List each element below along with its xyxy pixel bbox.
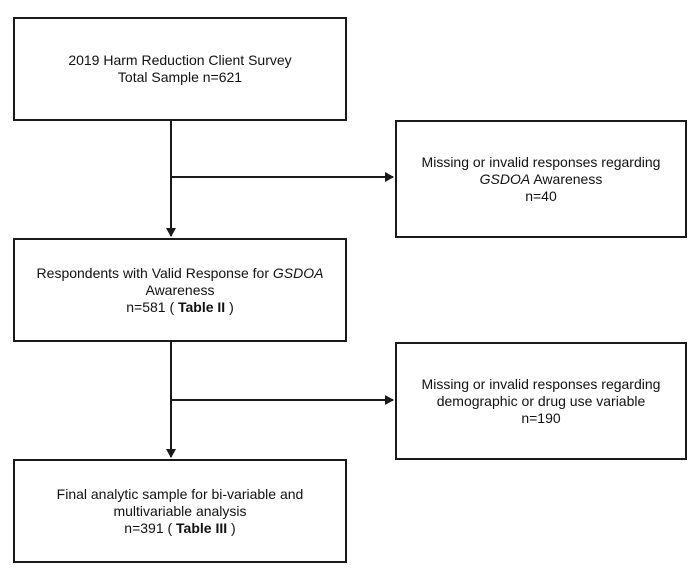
final-sample-box: Final analytic sample for bi-variable an… — [13, 459, 347, 563]
total-sample-title: 2019 Harm Reduction Client Survey — [68, 52, 292, 68]
exclusion-1-subject: GSDOA Awareness — [480, 171, 603, 188]
total-sample-box: 2019 Harm Reduction Client Survey Total … — [13, 17, 347, 121]
exclusion-1-text: Missing or invalid responses regarding — [421, 153, 661, 170]
valid-response-table-ref: Table II — [178, 298, 226, 315]
valid-response-count-line: n=581 ( Table II ) — [126, 299, 234, 316]
valid-response-gsdoa-term: GSDOA — [272, 264, 324, 281]
final-sample-text: Final analytic sample for bi-variable an… — [56, 485, 304, 502]
valid-response-paren-close: ) — [225, 298, 234, 315]
exclusion-box-demographic: Missing or invalid responses regarding d… — [395, 342, 687, 460]
final-sample-analysis: multivariable analysis — [113, 502, 247, 519]
valid-response-title: Respondents with Valid Response for GSDO… — [37, 265, 324, 282]
exclusion-1-gsdoa-term: GSDOA — [479, 170, 531, 187]
exclusion-box-gsdoa: Missing or invalid responses regarding G… — [395, 120, 687, 238]
total-sample-count: Total Sample n=621 — [117, 69, 243, 85]
exclusion-2-text: Missing or invalid responses regarding — [421, 375, 661, 392]
valid-response-count: n=581 ( — [126, 298, 178, 315]
final-sample-paren-close: ) — [227, 519, 236, 536]
valid-response-awareness: Awareness — [145, 281, 215, 298]
valid-response-box: Respondents with Valid Response for GSDO… — [13, 238, 347, 342]
final-sample-count: n=391 ( — [124, 519, 177, 536]
exclusion-2-count: n=190 — [521, 409, 561, 426]
exclusion-2-subject: demographic or drug use variable — [436, 392, 646, 409]
exclusion-1-awareness: Awareness — [530, 170, 603, 187]
final-sample-count-line: n=391 ( Table III ) — [124, 520, 235, 537]
final-sample-table-ref: Table III — [176, 519, 228, 536]
exclusion-1-count: n=40 — [525, 187, 557, 204]
valid-response-text: Respondents with Valid Response for — [36, 264, 273, 281]
